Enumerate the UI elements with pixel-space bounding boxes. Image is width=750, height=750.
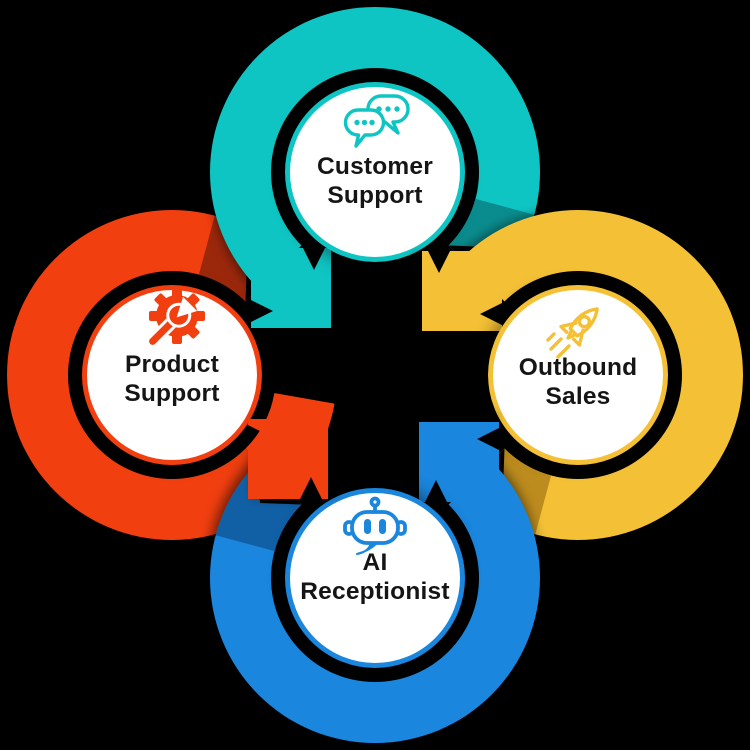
- ring-product-support: [6, 210, 328, 540]
- robot-icon: [343, 496, 407, 555]
- customer-support-circle: [285, 82, 465, 262]
- label-line: Receptionist: [300, 578, 450, 605]
- ring-ai-receptionist: [210, 422, 540, 744]
- unit-label-outbound-sales: Outbound Sales: [468, 353, 688, 411]
- outbound-sales-circle: [488, 285, 668, 465]
- arrow-icon: [248, 419, 328, 499]
- label-line: Sales: [545, 383, 611, 410]
- label-line: Support: [327, 182, 423, 209]
- arrow-icon: [419, 422, 499, 502]
- label-line: Product: [125, 351, 219, 378]
- label-line: Customer: [317, 153, 433, 180]
- ring-outbound-sales: [422, 210, 744, 540]
- chat-bubbles-icon: [343, 94, 410, 148]
- ring-customer-support: [210, 6, 540, 328]
- label-line: AI: [362, 549, 388, 576]
- product-support-circle: [82, 285, 262, 465]
- unit-label-product-support: Product Support: [62, 350, 282, 408]
- label-line: Support: [124, 380, 220, 407]
- ai-receptionist-circle: [285, 488, 465, 668]
- label-line: Outbound: [518, 354, 638, 381]
- unit-label-customer-support: Customer Support: [265, 152, 485, 210]
- rocket-icon: [546, 307, 599, 359]
- arrow-icon: [251, 248, 331, 328]
- ring-product-support-overlap: [245, 393, 335, 499]
- unit-label-ai-receptionist: AI Receptionist: [265, 548, 485, 606]
- gear-wrench-icon: [146, 288, 205, 348]
- arrow-icon: [422, 251, 502, 331]
